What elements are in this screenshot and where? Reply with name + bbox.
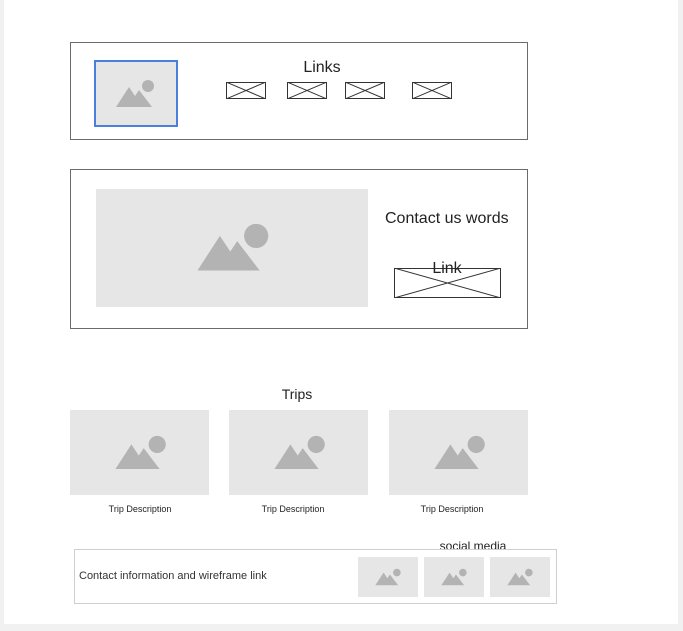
image-placeholder-icon — [441, 568, 467, 586]
footer-contact-text[interactable]: Contact information and wireframe link — [79, 570, 267, 582]
image-placeholder-icon — [507, 568, 533, 586]
social-icon-2[interactable] — [424, 557, 484, 597]
wireframe-canvas: Links Contact us words Link Trips — [4, 0, 678, 624]
social-icon-1[interactable] — [358, 557, 418, 597]
image-placeholder-icon — [433, 435, 485, 469]
image-placeholder-icon — [273, 435, 325, 469]
hero-image-placeholder — [96, 189, 368, 307]
trip-image-3[interactable] — [389, 410, 528, 495]
links-label: Links — [303, 59, 341, 76]
trip-description-3: Trip Description — [420, 504, 484, 514]
link-placeholder-icon — [412, 82, 452, 99]
contact-link-label: Link — [432, 260, 462, 277]
trip-description-2: Trip Description — [261, 504, 325, 514]
trips-title: Trips — [281, 386, 313, 402]
trip-image-2[interactable] — [229, 410, 368, 495]
social-icon-3[interactable] — [490, 557, 550, 597]
contact-link-button[interactable] — [394, 268, 501, 298]
image-placeholder-icon — [375, 568, 401, 586]
image-placeholder-icon — [197, 223, 269, 271]
link-placeholder-icon — [345, 82, 385, 99]
image-placeholder-icon — [114, 435, 166, 469]
nav-link-1[interactable] — [226, 82, 266, 99]
trip-image-1[interactable] — [70, 410, 209, 495]
nav-link-4[interactable] — [412, 82, 452, 99]
link-placeholder-icon — [394, 268, 501, 298]
link-placeholder-icon — [287, 82, 327, 99]
image-placeholder-icon — [116, 79, 154, 107]
nav-link-2[interactable] — [287, 82, 327, 99]
logo-placeholder[interactable] — [94, 60, 178, 127]
contact-us-words: Contact us words — [385, 210, 509, 227]
trip-description-1: Trip Description — [108, 504, 172, 514]
link-placeholder-icon — [226, 82, 266, 99]
nav-link-3[interactable] — [345, 82, 385, 99]
